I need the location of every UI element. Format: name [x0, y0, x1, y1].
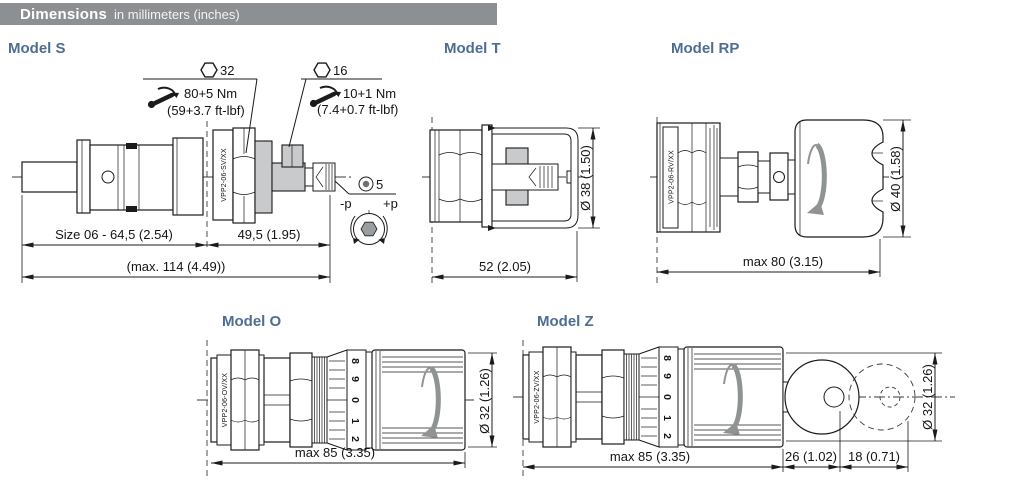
dim-length: max 85 (3.35): [610, 449, 690, 464]
adjustment-rotation-icon: [350, 210, 388, 245]
dim-diameter: Ø 40 (1.58): [888, 146, 903, 212]
protective-cover: [488, 125, 579, 231]
dim-adjust-length: 49,5 (1.95): [238, 227, 301, 242]
dim-length: max 80 (3.15): [743, 254, 823, 269]
hex-size-label: 32: [220, 63, 234, 78]
dim-diameter: Ø 32 (1.26): [477, 368, 492, 434]
dim-length: max 85 (3.35): [295, 445, 375, 460]
dial-digit: 2: [349, 436, 361, 442]
model-t-title: Model T: [444, 40, 501, 57]
model-z-title: Model Z: [537, 313, 594, 330]
model-z-drawing: VPP2-06-ZV/XX 8 9 0: [513, 340, 955, 477]
section-subtitle: in millimeters (inches): [114, 6, 240, 22]
dial-digit: 0: [349, 397, 361, 403]
model-rp-title: Model RP: [671, 40, 740, 57]
lock-nut: [281, 144, 304, 168]
dial-digit: 9: [661, 373, 673, 379]
hex-socket-icon: [358, 176, 374, 192]
dial-digit: 9: [349, 376, 361, 382]
knurled-drum: [683, 346, 784, 448]
model-t-drawing: Ø 38 (1.50) 52 (2.05): [422, 117, 600, 287]
dim-diameter: Ø 32 (1.26): [920, 364, 935, 430]
torque-value: 80+5 Nm: [184, 86, 237, 101]
torque-value: 10+1 Nm: [343, 86, 396, 101]
dial-digit: 0: [661, 394, 673, 400]
dim-key-offset: 26 (1.02): [785, 449, 837, 464]
dim-body-length: Size 06 - 64,5 (2.54): [55, 227, 173, 242]
dial-digit: 2: [661, 433, 673, 439]
adjustment-knob: [794, 119, 884, 238]
dim-length: 52 (2.05): [479, 259, 531, 274]
knurled-drum: [371, 349, 466, 451]
socket-size-label: 5: [376, 177, 383, 192]
section-header-bar: Dimensions in millimeters (inches): [0, 3, 497, 25]
dial-scale: 8 9 0 1 2: [638, 346, 679, 448]
dim-total-length: (max. 114 (4.49)): [127, 259, 226, 274]
clamp-body: [254, 140, 273, 214]
hex-size-label: 16: [333, 63, 347, 78]
model-o-drawing: VPP2-06-OV/XX 8 9 0: [197, 340, 497, 477]
model-o-body-label: VPP2-06-OV/XX: [222, 373, 229, 427]
torque-value-imperial: (7.4+0.7 ft-lbf): [317, 102, 398, 117]
dim-key-rotated-offset: 18 (0.71): [848, 449, 900, 464]
dial-digit: 8: [661, 355, 673, 361]
thread-section: [311, 356, 328, 444]
model-s-body-label: VPP2-06-SV/XX: [221, 148, 228, 202]
thread-section: [623, 353, 640, 441]
dial-digit: 1: [661, 415, 673, 421]
model-rp-body-label: VPP2-06-RV/XX: [669, 150, 676, 204]
model-s-drawing: VPP2-06-SV/XX 32 80+5 Nm (59+3.7 ft-lbf)…: [12, 62, 398, 283]
torque-value-imperial: (59+3.7 ft-lbf): [167, 103, 245, 118]
clamp-arm: [271, 162, 306, 192]
hex-symbol-icon: [200, 62, 218, 78]
pressure-increase-label: +p: [383, 196, 398, 211]
hex-symbol-icon: [313, 62, 331, 78]
model-z-body-label: VPP2-06-ZV/XX: [534, 370, 541, 423]
section-title: Dimensions: [20, 5, 108, 23]
dial-digit: 8: [349, 358, 361, 364]
model-s-title: Model S: [8, 40, 66, 57]
model-rp-drawing: VPP2-06-RV/XX Ø 40 (1.58) max 80 (3.1: [650, 117, 911, 287]
model-o-title: Model O: [222, 313, 282, 330]
dim-diameter: Ø 38 (1.50): [578, 145, 593, 211]
dial-scale: 8 9 0 1 2: [326, 349, 367, 451]
key-handle-rotated-position: [848, 363, 916, 431]
dial-digit: 1: [349, 418, 361, 424]
key-handle: [782, 359, 860, 435]
pressure-decrease-label: -p: [340, 196, 352, 211]
